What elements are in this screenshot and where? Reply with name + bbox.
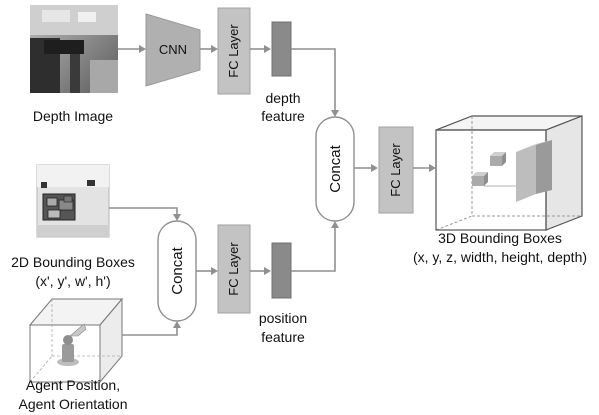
arrowhead-concat-to-fc-final	[371, 164, 378, 172]
position-feature-label-line2: feature	[261, 329, 305, 345]
fc-layer-final-label: FC Layer	[388, 143, 403, 197]
position-feature-block	[271, 242, 292, 299]
agent-illustration	[28, 297, 124, 384]
arrowhead-fc-to-position-feature	[264, 267, 271, 275]
bbox2d-thumbnail	[36, 164, 110, 238]
depth-feature-label-line2: feature	[261, 108, 305, 124]
depth-feature-label-line1: depth	[265, 90, 300, 106]
agent-label-line1: Agent Position,	[26, 377, 120, 393]
cnn-label: CNN	[159, 42, 187, 57]
arrowhead-concat-to-fc-bottom	[211, 267, 218, 275]
arrow-position-feature-to-concat	[291, 227, 336, 272]
position-feature-label-line1: position	[259, 310, 307, 326]
arrowhead-depth-to-cnn	[139, 45, 146, 53]
fc-layer-final: FC Layer	[378, 126, 414, 214]
output-3d-box-illustration	[435, 115, 583, 231]
arrowhead-fc-to-depth-feature	[264, 45, 271, 53]
arrowhead-cnn-to-fc	[211, 45, 218, 53]
arrow-bbox2d-to-concat	[109, 207, 178, 215]
arrowhead-agent-to-concat	[173, 321, 181, 328]
cnn-block: CNN	[145, 13, 201, 87]
arrow-depth-feature-to-concat	[291, 48, 336, 111]
agent-label-line2: Agent Orientation	[19, 396, 128, 412]
depth-image-label: Depth Image	[33, 108, 113, 124]
output-label-line1: 3D Bounding Boxes	[438, 230, 562, 246]
arrowhead-depth-feature-to-concat	[331, 110, 339, 117]
bbox2d-label-line2: (x', y', w', h')	[35, 273, 110, 289]
concat-main-label: Concat	[327, 144, 344, 192]
depth-image-thumbnail	[30, 5, 118, 93]
fc-layer-top-label: FC Layer	[226, 24, 241, 78]
fc-layer-bottom-label: FC Layer	[226, 242, 241, 296]
output-label-line2: (x, y, z, width, height, depth)	[413, 249, 587, 265]
fc-layer-bottom: FC Layer	[217, 224, 251, 314]
concat-input-label: Concat	[169, 246, 186, 294]
arrowhead-fc-to-output	[429, 164, 436, 172]
concat-main-block: Concat	[315, 116, 355, 222]
arrowhead-bbox2d-to-concat	[173, 214, 181, 221]
arrowhead-position-feature-to-concat	[331, 221, 339, 228]
arrow-agent-to-concat	[122, 327, 178, 336]
concat-input-block: Concat	[157, 220, 197, 322]
bbox2d-label-line1: 2D Bounding Boxes	[11, 254, 135, 270]
fc-layer-top: FC Layer	[217, 7, 251, 95]
depth-feature-block	[271, 21, 292, 77]
